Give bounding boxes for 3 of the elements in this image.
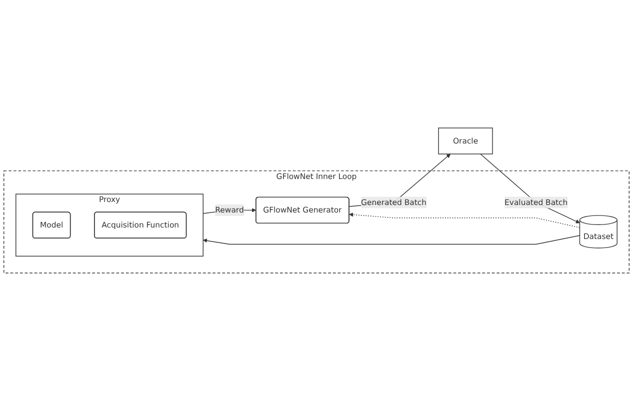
arrow xyxy=(202,235,580,245)
arrow xyxy=(349,212,580,228)
arrow xyxy=(480,154,580,224)
